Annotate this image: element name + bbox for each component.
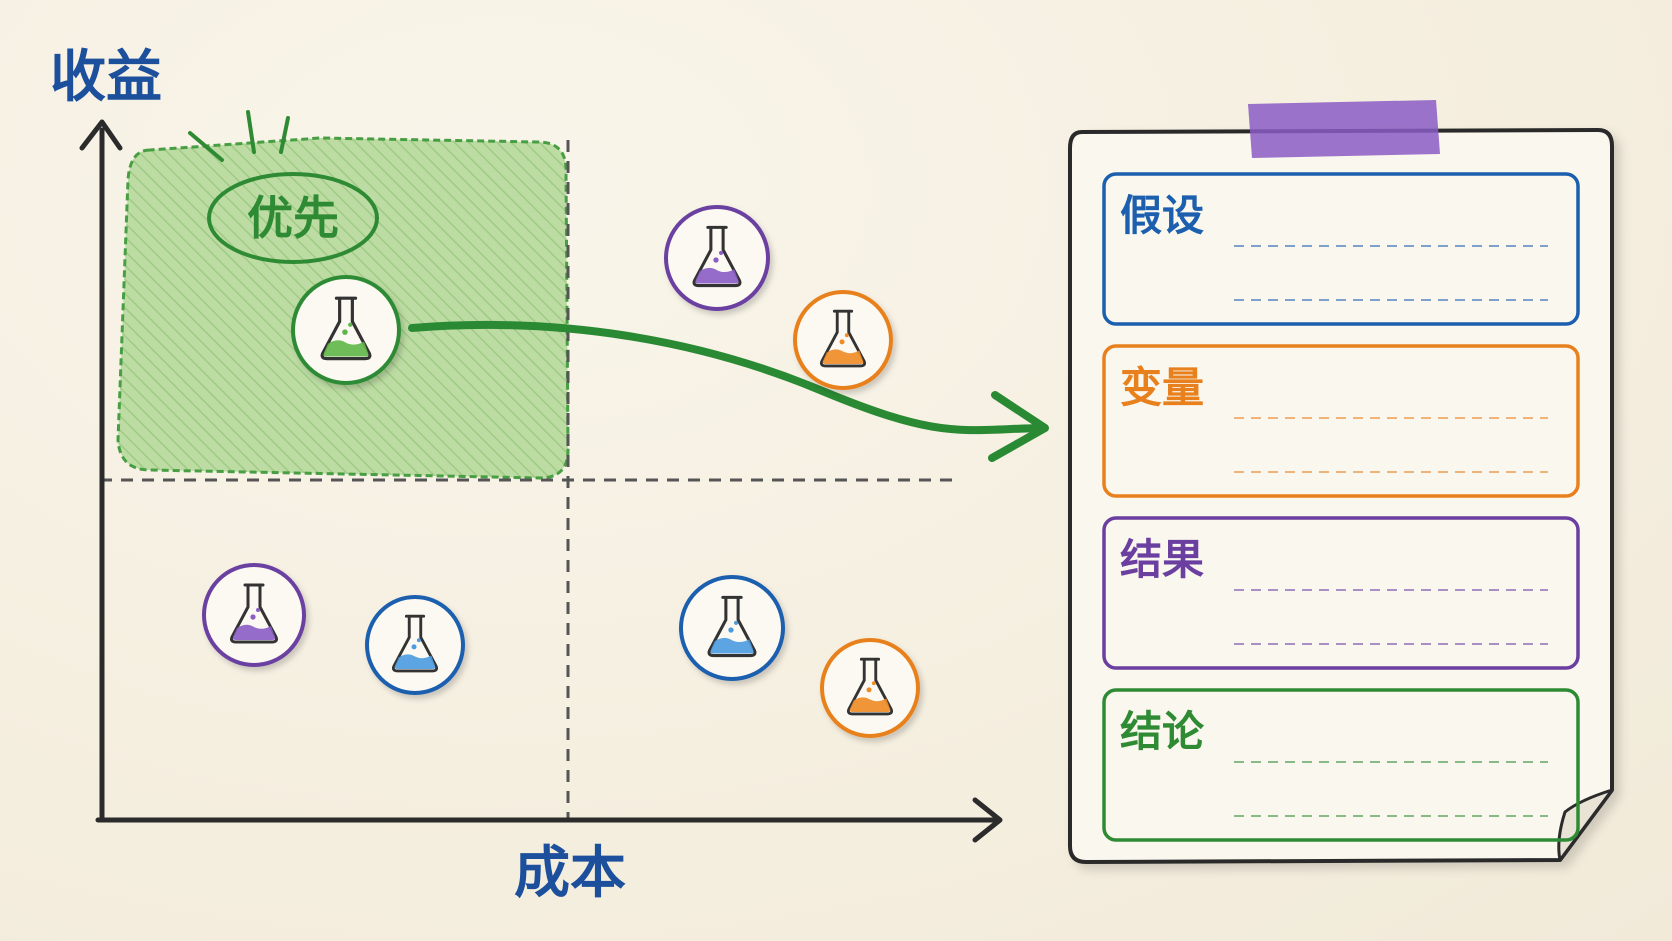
flask-bubble (416, 638, 421, 643)
priority-arrow (408, 320, 1049, 462)
flask-outline (230, 583, 278, 644)
flask-bubble (839, 339, 845, 345)
flask-bubble (256, 608, 260, 612)
x-axis-arrowhead (972, 797, 1003, 843)
flask-bubble (871, 681, 876, 686)
emphasis-ray (279, 116, 290, 154)
card-section-title: 结果 (1120, 535, 1204, 584)
axes: 收益 成本 (50, 45, 1003, 906)
flask-icon (391, 614, 439, 673)
flask-liquid (323, 340, 369, 357)
experiment-token (365, 595, 465, 695)
card-page-curl (1557, 788, 1614, 862)
flask-liquid (695, 267, 739, 284)
flask-icon (707, 595, 757, 658)
priority-arrow-line (408, 320, 1044, 435)
card-section: 假设 (1102, 172, 1580, 326)
experiment-token (793, 290, 893, 390)
flask-bubble (348, 322, 353, 327)
card-section-title: 变量 (1120, 363, 1204, 412)
experiment-tokens (202, 205, 920, 738)
flask-bubble (411, 644, 417, 650)
flask-liquid (394, 654, 436, 669)
experiment-token (202, 563, 306, 667)
experiment-token (291, 275, 401, 385)
flask-liquid (822, 349, 864, 364)
flask-outline (391, 614, 439, 673)
flask-outline (320, 296, 372, 361)
flask-liquid (849, 697, 891, 712)
flask-icon (819, 309, 867, 368)
card-section-title: 假设 (1120, 191, 1204, 240)
flask-bubble (713, 257, 719, 263)
emphasis-ray (188, 131, 224, 162)
card-section: 结果 (1102, 516, 1580, 670)
card-section-box (1102, 516, 1580, 670)
flask-outline (846, 657, 894, 716)
card-section-box (1102, 688, 1580, 842)
flask-outline (819, 309, 867, 368)
y-axis-arrowhead (79, 119, 123, 151)
card-section: 结论 (1102, 688, 1580, 842)
priority-arrow-head (988, 391, 1049, 462)
flask-liquid (232, 624, 276, 640)
priority-badge-outline (207, 172, 379, 264)
flask-bubble (719, 250, 724, 255)
flask-bubble (734, 620, 739, 625)
card-section: 变量 (1102, 344, 1580, 498)
emphasis-ray (246, 110, 256, 154)
experiment-token (820, 638, 920, 738)
card-section-title: 结论 (1120, 707, 1205, 756)
flask-bubble (728, 627, 734, 633)
experiment-token (664, 205, 770, 311)
flask-icon (230, 583, 278, 644)
y-axis-label: 收益 (50, 45, 162, 110)
priority-label: 优先 (247, 191, 339, 245)
flask-icon (692, 225, 742, 288)
x-axis-label: 成本 (514, 841, 626, 906)
washi-tape (1248, 100, 1440, 158)
flask-bubble (342, 329, 348, 335)
flask-outline (707, 595, 757, 658)
experiment-token (679, 575, 785, 681)
flask-bubble (250, 614, 256, 620)
flask-liquid (710, 637, 754, 654)
flask-bubble (866, 687, 872, 693)
flask-icon (846, 657, 894, 716)
card-section-box (1102, 344, 1580, 498)
flask-outline (692, 225, 742, 288)
card-section-box (1102, 172, 1580, 326)
flask-bubble (844, 333, 849, 338)
flask-icon (320, 296, 372, 361)
